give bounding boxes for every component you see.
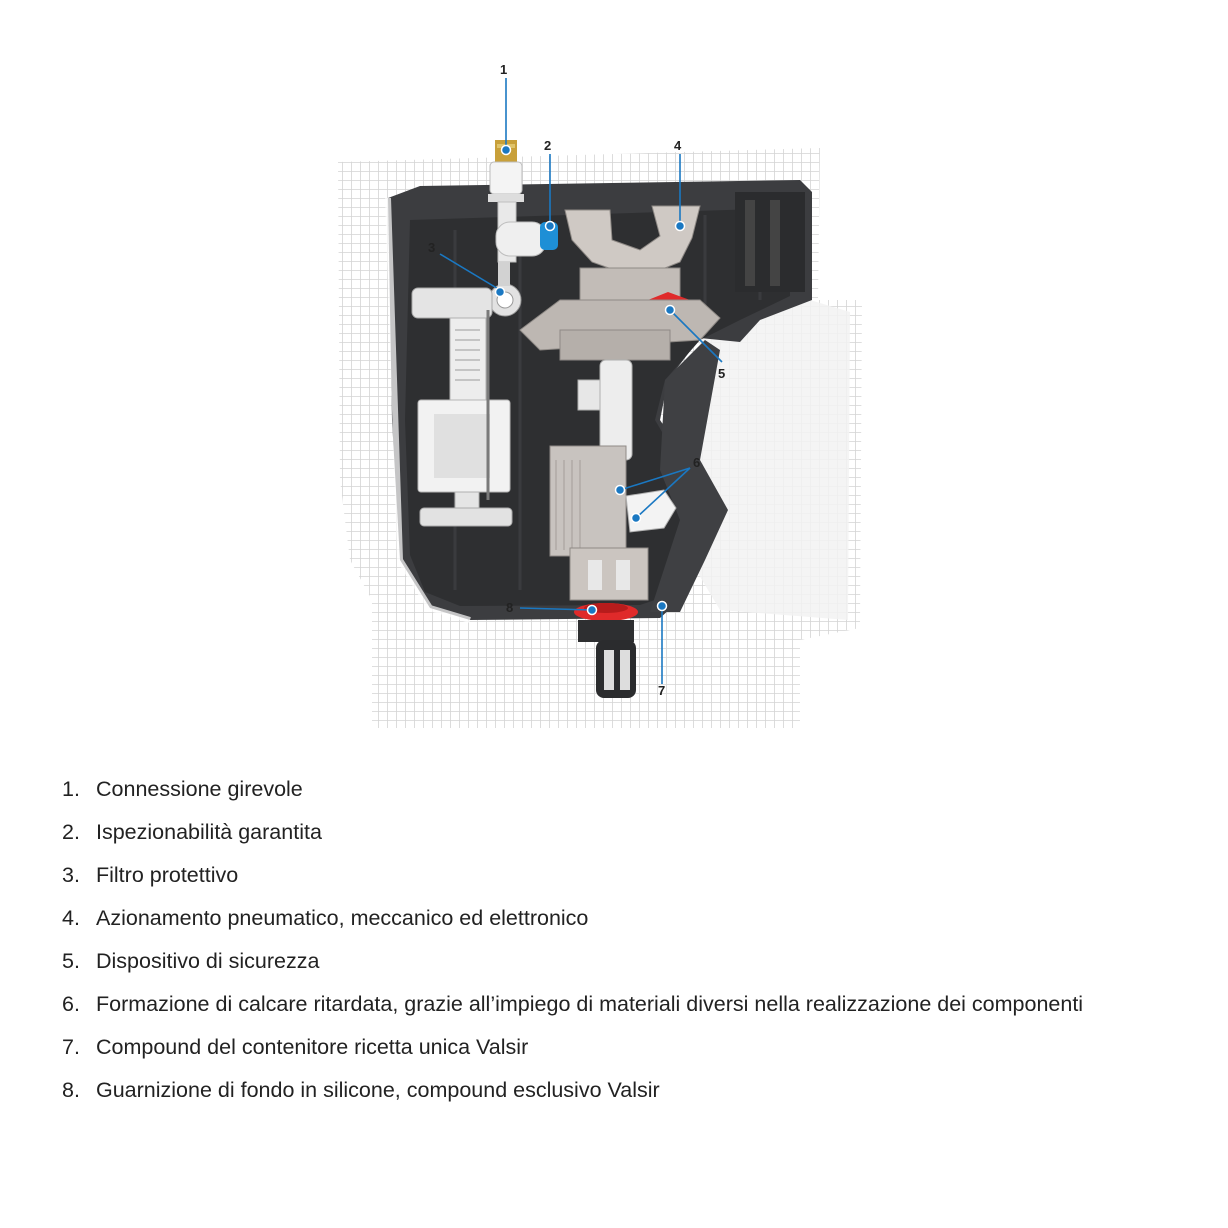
legend-number: 8. (62, 1078, 80, 1102)
legend-list: 1. Connessione girevole 2. Ispezionabilità… (62, 772, 1083, 1116)
callout-6: 6 (693, 455, 700, 470)
callout-3: 3 (428, 240, 435, 255)
cistern-diagram: 1 2 3 4 5 6 7 8 (338, 62, 862, 728)
legend-text: Compound del contenitore ricetta unica V… (96, 1035, 529, 1059)
callout-5: 5 (718, 366, 725, 381)
callout-dots (494, 144, 686, 616)
legend-item: 8. Guarnizione di fondo in silicone, comp… (62, 1073, 1083, 1116)
callout-7: 7 (658, 683, 665, 698)
legend-text: Guarnizione di fondo in silicone, compou… (96, 1078, 660, 1102)
callout-1: 1 (500, 62, 507, 77)
legend-text: Dispositivo di sicurezza (96, 949, 320, 973)
legend-number: 7. (62, 1035, 80, 1059)
legend-number: 6. (62, 992, 80, 1016)
legend-text: Filtro protettivo (96, 863, 239, 887)
callout-2: 2 (544, 138, 551, 153)
legend-number: 5. (62, 949, 80, 973)
legend-item: 2. Ispezionabilità garantita (62, 815, 1083, 858)
legend-number: 4. (62, 906, 80, 930)
legend-item: 1. Connessione girevole (62, 772, 1083, 815)
tank-divider (650, 340, 728, 612)
outlet-pipe (578, 620, 636, 698)
legend-number: 3. (62, 863, 80, 887)
callout-numbers: 1 2 3 4 5 6 7 8 (428, 62, 725, 698)
legend-text: Ispezionabilità garantita (96, 820, 322, 844)
flush-mechanism (519, 205, 721, 621)
legend-number: 1. (62, 777, 80, 801)
legend-item: 7. Compound del contenitore ricetta unica… (62, 1030, 1083, 1073)
legend-text: Azionamento pneumatico, meccanico ed ele… (96, 906, 589, 930)
legend-item: 5. Dispositivo di sicurezza (62, 944, 1083, 987)
legend-text: Formazione di calcare ritardata, grazie … (96, 992, 1084, 1016)
legend-number: 2. (62, 820, 80, 844)
callout-4: 4 (674, 138, 682, 153)
legend-item: 4. Azionamento pneumatico, meccanico ed e… (62, 901, 1083, 944)
callouts (439, 78, 723, 684)
legend-item: 3. Filtro protettivo (62, 858, 1083, 901)
fill-valve (411, 287, 513, 527)
callout-8: 8 (506, 600, 513, 615)
legend-text: Connessione girevole (96, 777, 303, 801)
insulation-panel (690, 300, 850, 620)
legend-item: 6. Formazione di calcare ritardata, grazi… (62, 987, 1083, 1030)
